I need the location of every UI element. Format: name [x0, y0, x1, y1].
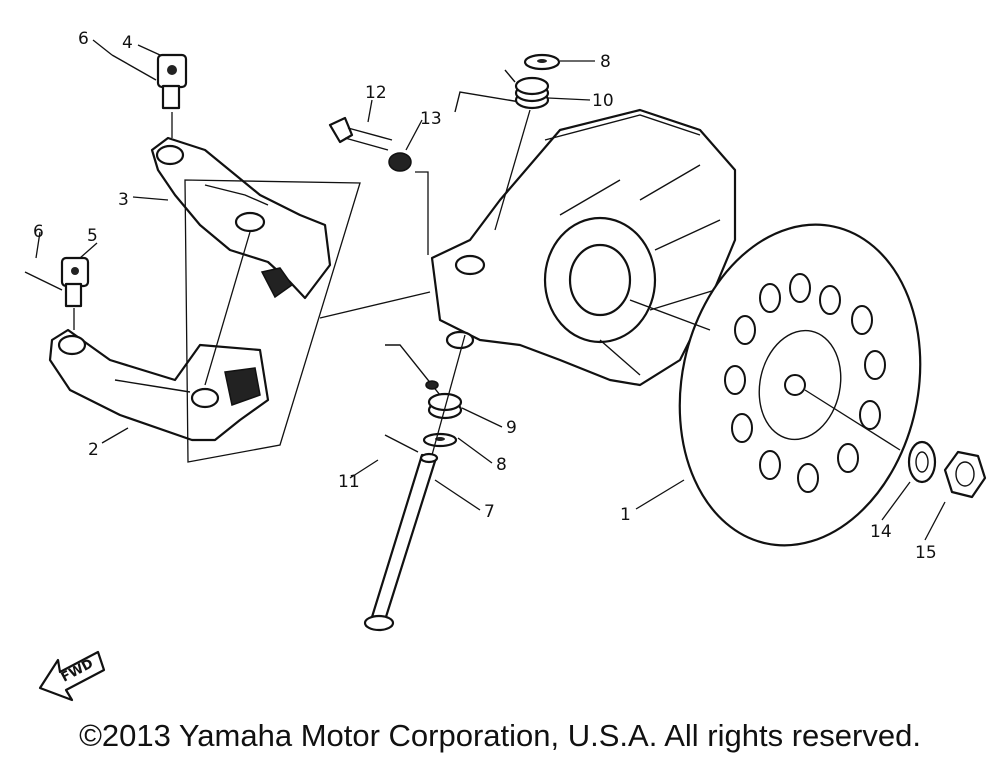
callout-6a: 6: [78, 29, 89, 49]
disc-holes: [724, 273, 886, 493]
callout-10: 10: [592, 91, 614, 111]
brake-housing: [430, 108, 737, 387]
callout-2: 2: [88, 440, 99, 460]
callout-11: 11: [338, 472, 360, 492]
brake-disc-part-1: [678, 223, 922, 547]
washer-part-8-top: [523, 53, 561, 71]
nut-part-15: [943, 450, 987, 499]
callout-13: 13: [420, 109, 442, 129]
lower-arm-part-2: [48, 328, 270, 442]
copyright-notice: ©2013 Yamaha Motor Corporation, U.S.A. A…: [79, 718, 921, 753]
spring-part-10: [454, 69, 550, 113]
callout-9: 9: [506, 418, 517, 438]
spring-part-9: [385, 344, 463, 420]
pin-part-5: [24, 256, 90, 308]
cotter-pin-part-11: [384, 434, 419, 453]
callout-1: 1: [620, 505, 631, 525]
upper-arm-part-3: [150, 136, 332, 300]
nut-part-13: [388, 152, 412, 172]
pin-part-4: [111, 53, 188, 110]
callout-6b: 6: [33, 222, 44, 242]
washer-part-14: [907, 440, 937, 484]
callout-14: 14: [870, 522, 892, 542]
callout-labels: 1 2 3 4 5 6 6 7 8 8 9 10 11 12 13 14 15: [33, 29, 937, 563]
callout-lines: [35, 39, 946, 541]
fwd-arrow: FWD: [38, 650, 106, 702]
callout-8a: 8: [600, 52, 611, 72]
callout-8b: 8: [496, 455, 507, 475]
shaft-part-7: [363, 452, 439, 632]
callout-5: 5: [87, 226, 98, 246]
leader-lines: [73, 109, 901, 456]
callout-12: 12: [365, 83, 387, 103]
washer-part-8-lower: [422, 432, 458, 448]
bracket-outline: [184, 179, 361, 463]
callout-15: 15: [915, 543, 937, 563]
callout-7: 7: [484, 502, 495, 522]
callout-4: 4: [122, 33, 133, 53]
callout-3: 3: [118, 190, 129, 210]
bolt-part-12: [328, 116, 393, 151]
